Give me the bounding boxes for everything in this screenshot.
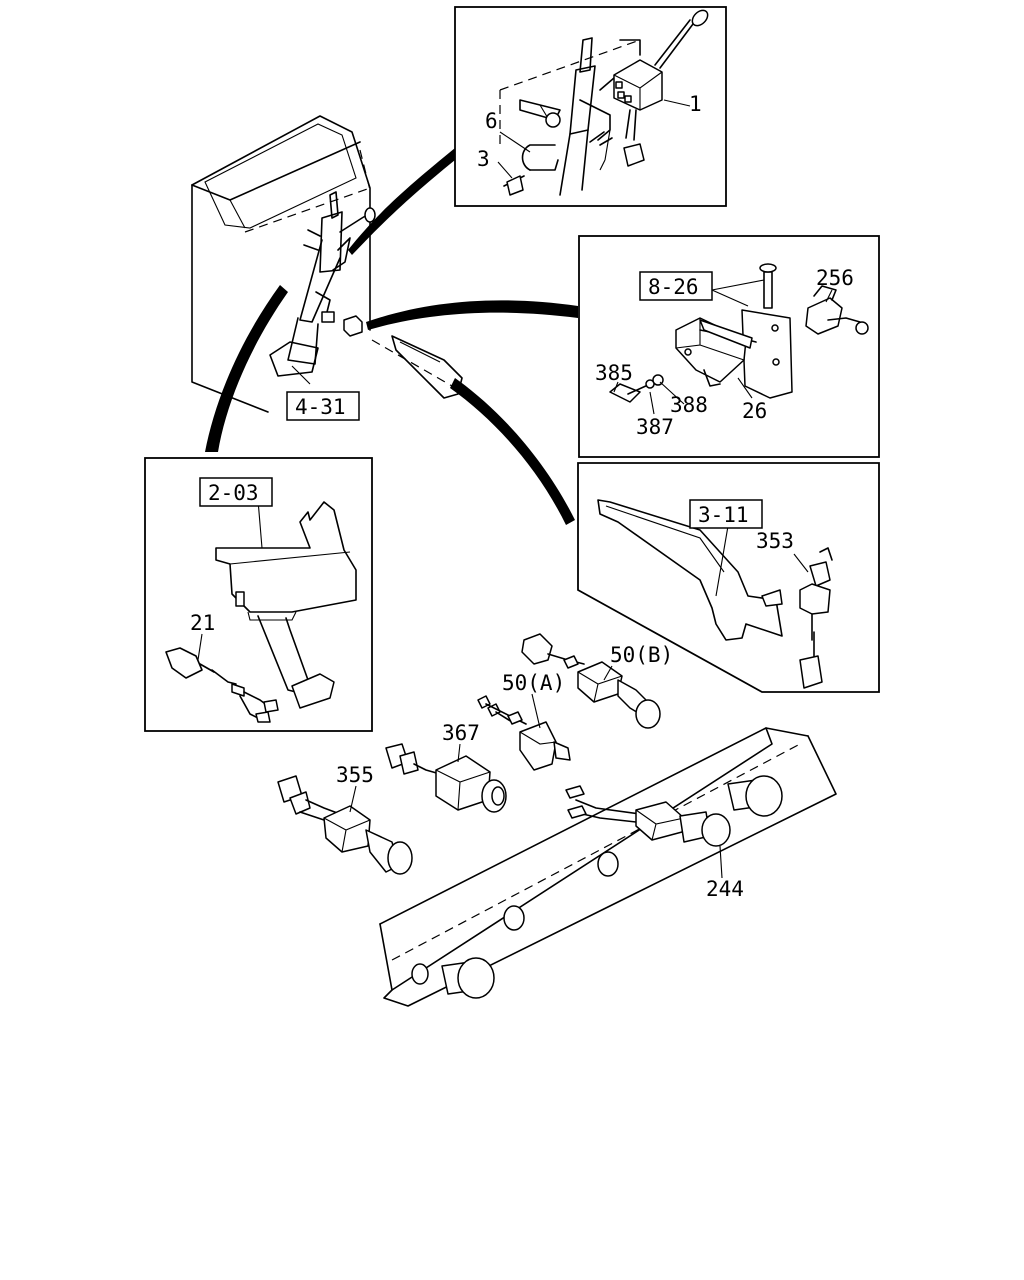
callout-244: 244	[706, 877, 744, 901]
callout-387: 387	[636, 415, 674, 439]
callout-6: 6	[485, 109, 498, 133]
callout-1: 1	[689, 92, 702, 116]
callout-50a: 50(A)	[502, 671, 565, 695]
switch-50a	[477, 695, 571, 771]
leader-lines	[197, 99, 833, 879]
parking-brake-lever-main	[371, 335, 463, 399]
ref-label-3-11: 3-11	[698, 503, 749, 527]
ref-label-8-26: 8-26	[648, 275, 699, 299]
callout-353: 353	[756, 529, 794, 553]
callout-3: 3	[477, 147, 490, 171]
switch-bracket-drawing	[609, 263, 869, 403]
ref-label-2-03: 2-03	[208, 481, 259, 505]
pedal-switch-drawing	[165, 501, 357, 723]
switch-244	[565, 785, 731, 847]
ref-box-8-26	[639, 271, 713, 301]
switch-355	[277, 775, 413, 875]
small-switch-connector	[343, 315, 363, 337]
callout-367: 367	[442, 721, 480, 745]
callout-355: 355	[336, 763, 374, 787]
steering-column	[269, 191, 376, 377]
pointer-to-pedal-panel	[205, 285, 288, 452]
ref-box-4-31	[286, 391, 360, 421]
callout-385: 385	[595, 361, 633, 385]
turn-signal-switch-drawing	[499, 9, 709, 196]
ref-box-2-03	[199, 477, 273, 507]
ref-box-3-11	[689, 499, 763, 529]
callout-26: 26	[742, 399, 767, 423]
callout-256: 256	[816, 266, 854, 290]
callout-388: 388	[670, 393, 708, 417]
switch-50b	[521, 633, 661, 729]
callout-50b: 50(B)	[610, 643, 673, 667]
switch-367	[385, 743, 507, 813]
brake-switch-drawing	[597, 499, 833, 689]
pointer-to-switch-panel	[366, 300, 578, 330]
ref-label-4-31: 4-31	[295, 395, 346, 419]
instrument-dash-panel	[379, 727, 837, 1007]
pointer-to-brake-panel	[450, 378, 575, 525]
brake-switch-panel	[577, 462, 880, 693]
callout-21: 21	[190, 611, 215, 635]
pointer-to-turn-signal	[348, 148, 455, 255]
